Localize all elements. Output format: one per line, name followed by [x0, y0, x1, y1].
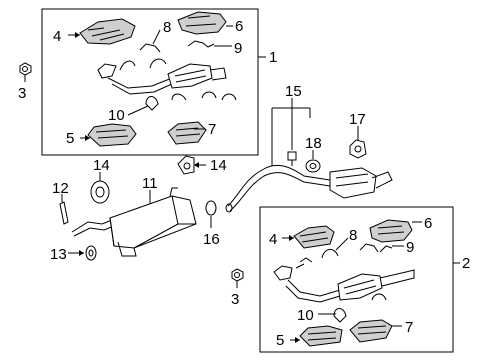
callout-3: 3: [231, 291, 239, 308]
gasket-part: [90, 180, 110, 204]
callout-16: 16: [203, 231, 220, 248]
callout-7: 7: [208, 121, 216, 138]
nut-part: [19, 62, 32, 76]
muffler-part: [71, 187, 197, 257]
callout-13: 13: [50, 246, 67, 263]
callout-18: 18: [305, 135, 322, 152]
callout-8: 8: [163, 19, 171, 36]
callout-17: 17: [349, 111, 366, 128]
callout-7: 7: [405, 319, 413, 336]
lower-heat-shield-part: [87, 123, 137, 147]
front-pipe-part: [273, 257, 415, 303]
hanger-part: [177, 155, 195, 175]
callout-14: 14: [210, 157, 227, 174]
pin-part: [59, 201, 69, 225]
callout-5: 5: [66, 130, 74, 147]
bracket-part: [119, 40, 215, 71]
upper-converter-part: [369, 219, 413, 243]
assembly-box-1: [41, 8, 259, 156]
callout-6: 6: [235, 18, 243, 35]
callout-9: 9: [406, 239, 414, 256]
bolt-part: [287, 151, 297, 166]
bracket-part: [359, 243, 393, 253]
ring-part: [85, 245, 97, 261]
callout-12: 12: [52, 180, 69, 197]
callout-5: 5: [276, 332, 284, 349]
clamp-part: [145, 91, 237, 111]
converter-shield-part: [167, 121, 207, 145]
callout-8: 8: [349, 227, 357, 244]
converter-shield-part: [349, 319, 393, 343]
callout-9: 9: [234, 40, 242, 57]
callout-1: 1: [269, 49, 277, 66]
lower-heat-shield-part: [299, 325, 343, 347]
clamp-part: [333, 293, 387, 323]
callout-4: 4: [53, 28, 61, 45]
hanger-part: [349, 139, 367, 159]
callout-14: 14: [93, 157, 110, 174]
callout-10: 10: [108, 107, 125, 124]
callout-15: 15: [285, 83, 302, 100]
assembly-box-2: [259, 206, 454, 353]
front-pipe-part: [97, 63, 227, 95]
callout-6: 6: [424, 215, 432, 232]
bracket-part: [321, 249, 339, 259]
callout-10: 10: [297, 307, 314, 324]
upper-heat-shield-part: [293, 225, 335, 249]
callout-2: 2: [462, 255, 470, 272]
callout-4: 4: [269, 231, 277, 248]
center-pipe-part: [225, 164, 393, 213]
hanger-part: [305, 159, 321, 173]
gasket-part: [205, 200, 217, 216]
callout-11: 11: [142, 175, 158, 192]
callout-3: 3: [18, 85, 26, 102]
upper-converter-part: [177, 11, 227, 35]
nut-part: [231, 268, 244, 282]
upper-heat-shield-part: [79, 18, 136, 45]
